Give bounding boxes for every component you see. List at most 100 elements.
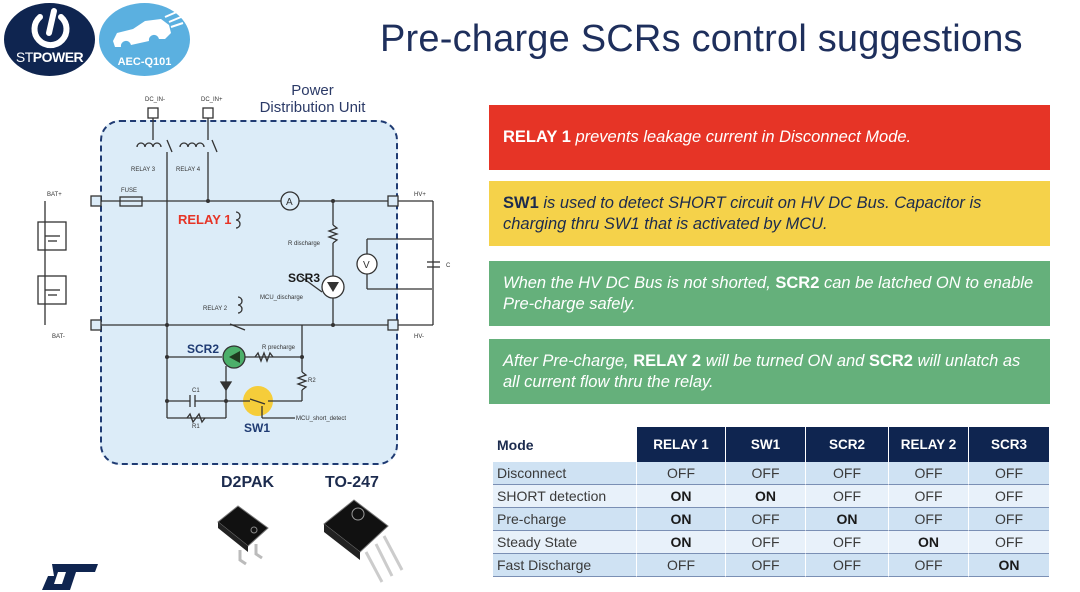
note-relay1-text: RELAY 1 prevents leakage current in Disc… xyxy=(503,127,1036,148)
aec-q101-logo: AEC-Q101 xyxy=(99,3,190,76)
dc-in-minus-connector xyxy=(147,107,159,119)
st-logo-icon xyxy=(42,564,98,590)
label-capacitor-c: C xyxy=(446,263,451,269)
label-relay2: RELAY 2 xyxy=(203,306,228,312)
note-relay2-bold2: SCR2 xyxy=(868,351,913,370)
state-cell: OFF xyxy=(968,508,1049,531)
label-relay1: RELAY 1 xyxy=(178,212,231,227)
header-scr3: SCR3 xyxy=(968,427,1049,462)
voltmeter-icon xyxy=(356,253,378,275)
label-relay3: RELAY 3 xyxy=(131,167,156,173)
scr3-triangle xyxy=(327,282,339,292)
note-relay2-part1: After Pre-charge, xyxy=(503,351,634,370)
table-header-row: Mode RELAY 1 SW1 SCR2 RELAY 2 SCR3 xyxy=(493,427,1049,462)
r2-resistor xyxy=(296,371,308,391)
note-relay2: After Pre-charge, RELAY 2 will be turned… xyxy=(489,339,1050,404)
note-relay2-part2: will be turned ON and xyxy=(701,351,869,370)
header-relay2: RELAY 2 xyxy=(888,427,968,462)
label-voltmeter: V xyxy=(363,260,370,271)
note-relay1: RELAY 1 prevents leakage current in Disc… xyxy=(489,105,1050,170)
state-cell: OFF xyxy=(725,508,805,531)
note-relay2-part3: will unlatch as all current flow thru th… xyxy=(503,351,1021,391)
r-discharge-resistor xyxy=(327,224,339,244)
r1-resistor xyxy=(186,412,206,424)
label-r-precharge: R precharge xyxy=(262,345,296,351)
power-icon xyxy=(31,8,70,49)
label-dc-in-minus: DC_IN- xyxy=(145,97,165,103)
relay1-coil xyxy=(235,211,241,229)
stpower-logo: STPOWER xyxy=(4,3,95,76)
state-cell: OFF xyxy=(968,462,1049,485)
state-cell: ON xyxy=(636,485,725,508)
note-scr2-latch: When the HV DC Bus is not shorted, SCR2 … xyxy=(489,261,1050,326)
stpower-text-power: POWER xyxy=(32,49,84,65)
label-hv-plus: HV+ xyxy=(414,192,426,198)
label-bat-minus: BAT- xyxy=(52,334,65,340)
header-scr2: SCR2 xyxy=(805,427,888,462)
relay4-coil xyxy=(179,142,205,148)
relay4-switch xyxy=(211,139,218,153)
state-cell: ON xyxy=(805,508,888,531)
state-cell: ON xyxy=(725,485,805,508)
state-cell: OFF xyxy=(636,554,725,577)
label-r1: R1 xyxy=(192,424,200,430)
mode-name-cell: Disconnect xyxy=(493,462,636,485)
state-cell: OFF xyxy=(725,462,805,485)
state-cell: ON xyxy=(636,508,725,531)
sw1-switch xyxy=(249,398,266,405)
note-relay2-text: After Pre-charge, RELAY 2 will be turned… xyxy=(503,351,1036,393)
car-icon xyxy=(113,10,184,47)
note-scr2-part2: can be latched ON to enable Pre-charge s… xyxy=(503,273,1034,313)
package-label-d2pak: D2PAK xyxy=(221,474,275,491)
label-scr3: SCR3 xyxy=(288,271,320,285)
state-cell: OFF xyxy=(888,462,968,485)
label-dc-in-plus: DC_IN+ xyxy=(201,97,223,103)
mode-name-cell: Pre-charge xyxy=(493,508,636,531)
note-sw1-bold: SW1 xyxy=(503,193,539,212)
state-cell: ON xyxy=(888,531,968,554)
d2pak-package-icon xyxy=(217,505,269,566)
relay3-coil xyxy=(136,142,162,148)
state-cell: ON xyxy=(636,531,725,554)
mode-table: Mode RELAY 1 SW1 SCR2 RELAY 2 SCR3 Disco… xyxy=(493,427,1049,577)
mode-name-cell: Fast Discharge xyxy=(493,554,636,577)
header-mode: Mode xyxy=(493,427,636,462)
label-r-discharge: R discharge xyxy=(288,241,321,247)
relay2-switch xyxy=(229,323,246,331)
aec-text: AEC-Q101 xyxy=(117,56,172,68)
zener-diode-icon xyxy=(219,381,233,392)
label-ammeter: A xyxy=(286,197,293,208)
label-c1: C1 xyxy=(192,388,200,394)
state-cell: OFF xyxy=(636,462,725,485)
label-sw1: SW1 xyxy=(244,421,270,435)
state-cell: OFF xyxy=(805,531,888,554)
state-cell: OFF xyxy=(888,485,968,508)
r-precharge-resistor xyxy=(254,351,274,363)
state-cell: OFF xyxy=(968,485,1049,508)
ammeter-icon xyxy=(280,191,300,211)
note-sw1: SW1 is used to detect SHORT circuit on H… xyxy=(489,181,1050,246)
label-r2: R2 xyxy=(308,378,316,384)
note-relay1-bold: RELAY 1 xyxy=(503,128,571,146)
state-cell: OFF xyxy=(888,508,968,531)
label-scr2: SCR2 xyxy=(187,342,219,356)
state-cell: OFF xyxy=(805,462,888,485)
relay2-coil xyxy=(237,296,243,314)
to247-package-icon xyxy=(323,499,404,583)
battery-2-icon xyxy=(37,275,67,305)
label-mcu-short-detect: MCU_short_detect xyxy=(296,416,346,422)
dc-in-plus-connector xyxy=(202,107,214,119)
note-scr2-latch-text: When the HV DC Bus is not shorted, SCR2 … xyxy=(503,273,1036,315)
note-scr2-bold: SCR2 xyxy=(775,273,820,292)
state-cell: OFF xyxy=(725,531,805,554)
fuse-symbol xyxy=(119,196,143,207)
label-fuse: FUSE xyxy=(121,188,137,194)
pdu-label-line1: Power xyxy=(291,82,334,99)
state-cell: OFF xyxy=(725,554,805,577)
note-sw1-italic: is used to detect SHORT circuit on HV DC… xyxy=(503,193,982,233)
